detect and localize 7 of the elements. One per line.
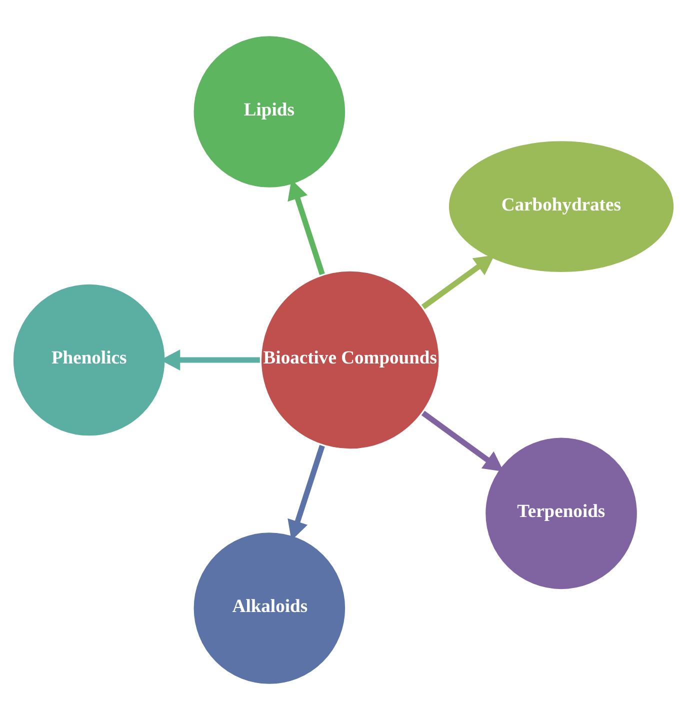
node-circle: Alkaloids	[191, 530, 348, 687]
arrow	[421, 255, 495, 310]
arrow	[421, 410, 504, 472]
node-circle: Phenolics	[10, 282, 168, 438]
node-circle: Terpenoids	[482, 435, 640, 592]
node-circle: Lipids	[191, 33, 348, 190]
node-circle: Bioactive Compounds	[258, 268, 442, 452]
